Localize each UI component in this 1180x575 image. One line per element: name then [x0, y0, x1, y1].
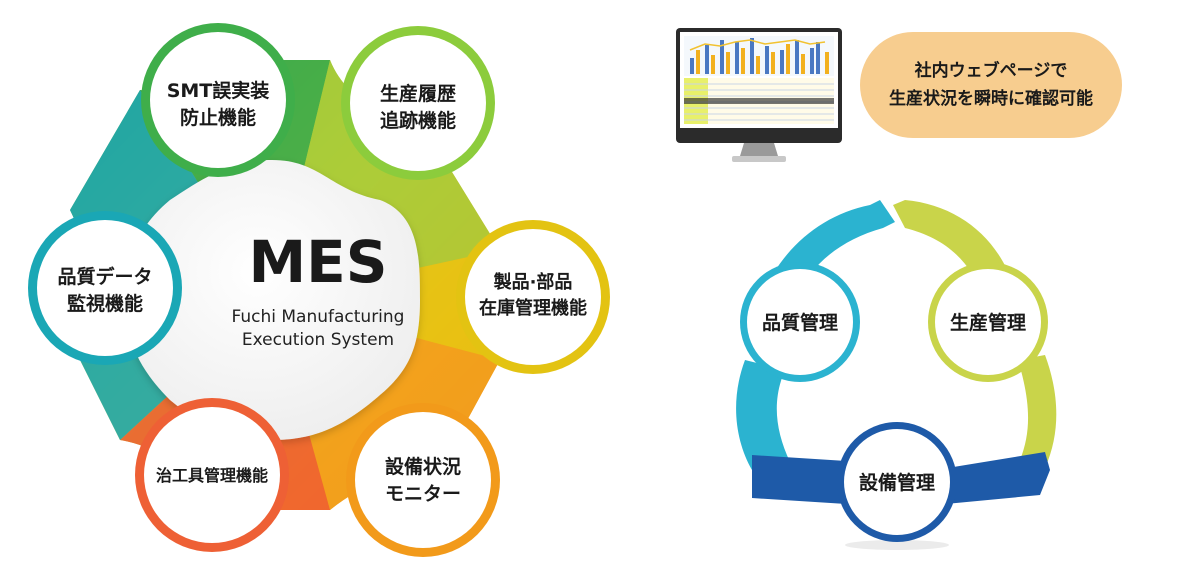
monitor-mini-table — [684, 78, 834, 124]
cycle-arrow-equipment-right — [935, 452, 1050, 505]
module-equipment-monitor: 設備状況 モニター — [346, 403, 500, 557]
web-notice-badge: 社内ウェブページで 生産状況を瞬時に確認可能 — [860, 32, 1122, 138]
hub-title: MES — [248, 228, 387, 296]
module-label-line2: モニター — [385, 483, 461, 505]
hub-subtitle-line1: Fuchi Manufacturing — [232, 307, 405, 327]
monitor-mini-chart — [684, 36, 834, 76]
cycle-arc-quality-lower — [736, 360, 790, 470]
web-notice-line1: 社内ウェブページで — [914, 61, 1068, 81]
module-inventory-management: 製品·部品 在庫管理機能 — [456, 220, 610, 374]
cycle-node-quality: 品質管理 — [740, 262, 860, 382]
module-label-line2: 監視機能 — [67, 292, 143, 315]
module-quality-data-monitor: 品質データ 監視機能 — [28, 211, 182, 365]
cycle-label-production: 生産管理 — [950, 311, 1026, 334]
cycle-node-equipment: 設備管理 — [837, 422, 957, 550]
management-cycle: 品質管理 生産管理 設備管理 — [736, 200, 1057, 550]
module-label-line1: 生産履歴 — [380, 82, 456, 105]
hub-subtitle-line2: Execution System — [242, 330, 394, 350]
module-label-line1: SMT誤実装 — [167, 79, 270, 102]
module-smt-error-prevention: SMT誤実装 防止機能 — [141, 23, 295, 177]
module-label-line1: 治工具管理機能 — [156, 466, 268, 485]
mes-hub — [125, 160, 420, 440]
module-tool-management: 治工具管理機能 — [135, 398, 289, 552]
web-notice-line2: 生産状況を瞬時に確認可能 — [889, 89, 1093, 109]
module-label-line1: 設備状況 — [385, 455, 461, 478]
cycle-arrow-equipment — [752, 455, 862, 505]
monitor-icon — [676, 28, 842, 162]
module-label-line1: 品質データ — [57, 265, 152, 288]
cycle-label-equipment: 設備管理 — [859, 471, 935, 494]
cycle-label-quality: 品質管理 — [762, 311, 838, 334]
module-production-history: 生産履歴 追跡機能 — [341, 26, 495, 180]
cycle-arc-production-lower — [1018, 355, 1057, 468]
module-label-line2: 防止機能 — [180, 106, 256, 129]
module-label-line2: 在庫管理機能 — [479, 297, 587, 319]
module-label-line1: 製品·部品 — [493, 271, 573, 293]
mes-flower: MES Fuchi Manufacturing Execution System… — [28, 23, 610, 557]
cycle-node-production: 生産管理 — [928, 262, 1048, 382]
module-label-line2: 追跡機能 — [380, 109, 456, 132]
